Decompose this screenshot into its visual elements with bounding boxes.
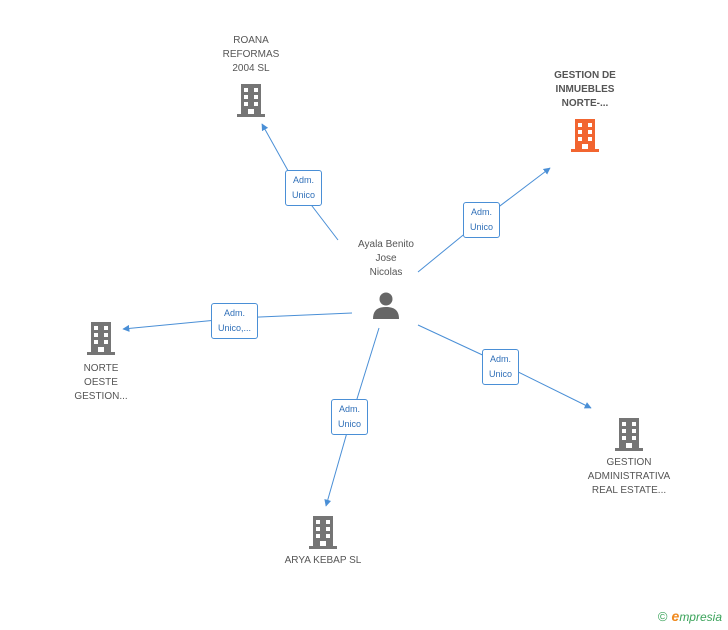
building-icon-highlight: [571, 119, 599, 152]
person-icon: [373, 292, 399, 319]
company-label-gestion-inmuebles: GESTION DE INMUEBLES NORTE-...: [554, 70, 616, 109]
edge-label-gestion-administrativa[interactable]: Adm. Unico: [482, 349, 520, 385]
company-label-arya: ARYA KEBAP SL: [284, 555, 362, 566]
person-node[interactable]: Ayala Benito Jose Nicolas: [336, 238, 436, 320]
copyright-icon: ©: [657, 608, 668, 624]
company-node-gestion-inmuebles[interactable]: GESTION DE INMUEBLES NORTE-...: [537, 69, 633, 153]
person-name: Ayala Benito Jose Nicolas: [358, 239, 414, 278]
company-label-roana: ROANA REFORMAS 2004 SL: [222, 35, 280, 74]
edge-label-norte-oeste[interactable]: Adm. Unico,...: [211, 303, 259, 339]
building-icon: [87, 322, 115, 355]
brand-name: empresia: [671, 608, 722, 624]
edge-label-roana[interactable]: Adm. Unico: [285, 170, 323, 206]
building-icon: [237, 84, 265, 117]
company-node-roana[interactable]: ROANA REFORMAS 2004 SL: [206, 34, 296, 118]
edge-label-arya[interactable]: Adm. Unico: [331, 399, 369, 435]
edge-label-gestion-inmuebles[interactable]: Adm. Unico: [463, 202, 501, 238]
empresia-logo[interactable]: © empresia: [658, 608, 722, 624]
building-icon: [615, 418, 643, 451]
company-label-norte-oeste: NORTE OESTE GESTION...: [74, 363, 128, 402]
company-node-gestion-administrativa[interactable]: GESTION ADMINISTRATIVA REAL ESTATE...: [578, 416, 680, 498]
building-icon: [309, 516, 337, 549]
company-label-gestion-administrativa: GESTION ADMINISTRATIVA REAL ESTATE...: [587, 457, 671, 496]
company-node-arya[interactable]: ARYA KEBAP SL: [273, 514, 373, 568]
company-node-norte-oeste[interactable]: NORTE OESTE GESTION...: [56, 320, 146, 404]
